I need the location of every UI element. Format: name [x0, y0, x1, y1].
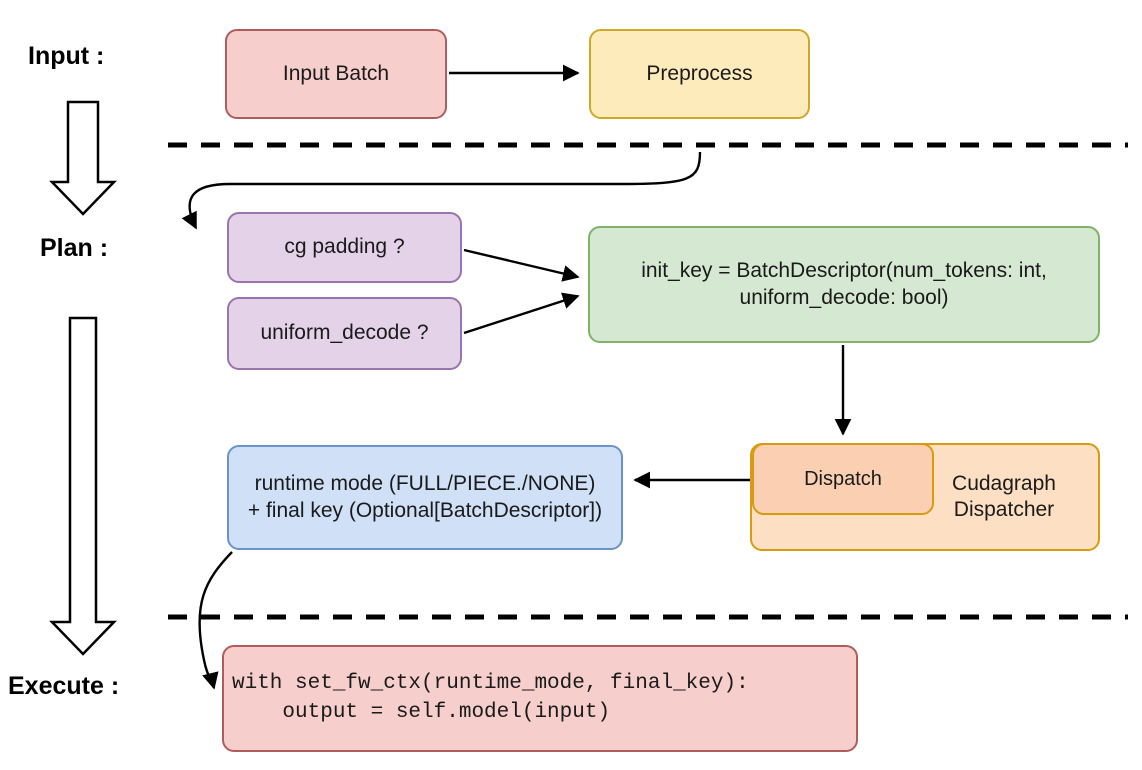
node-runtime-mode-line2: + final key (Optional[BatchDescriptor]): [247, 498, 603, 522]
node-input-batch[interactable]: Input Batch: [225, 29, 447, 119]
node-cudagraph-dispatcher-label: Cudagraph Dispatcher: [920, 449, 1088, 545]
node-dispatch-label: Dispatch: [804, 467, 882, 490]
edge-cg-padding-to-init-key: [463, 248, 580, 282]
node-execute-code-line1: with set_fw_ctx(runtime_mode, final_key)…: [232, 672, 749, 696]
edge-uniform-decode-to-init-key: [463, 292, 580, 335]
stage-label-plan: Plan :: [40, 234, 109, 262]
node-cudagraph-dispatcher-line2: Dispatcher: [953, 498, 1055, 521]
node-runtime-mode-line1: runtime mode (FULL/PIECE./NONE): [254, 472, 596, 496]
node-cg-padding-label: cg padding ?: [284, 235, 405, 259]
node-preprocess-label: Preprocess: [646, 61, 753, 85]
stage-label-execute: Execute :: [8, 672, 120, 700]
stage-arrow-plan-to-execute: [49, 316, 117, 656]
node-init-key[interactable]: init_key = BatchDescriptor(num_tokens: i…: [588, 226, 1100, 343]
node-input-batch-label: Input Batch: [282, 61, 390, 85]
node-uniform-decode-label: uniform_decode ?: [260, 321, 429, 345]
node-preprocess[interactable]: Preprocess: [589, 29, 810, 119]
node-execute-code[interactable]: with set_fw_ctx(runtime_mode, final_key)…: [222, 645, 858, 752]
stage-arrow-input-to-plan: [49, 100, 117, 216]
stage-label-input: Input :: [28, 42, 105, 70]
node-uniform-decode[interactable]: uniform_decode ?: [227, 297, 462, 370]
node-cg-padding[interactable]: cg padding ?: [227, 212, 462, 283]
node-dispatch[interactable]: Dispatch: [752, 443, 934, 515]
node-init-key-line2: uniform_decode: bool): [739, 285, 949, 309]
node-init-key-line1: init_key = BatchDescriptor(num_tokens: i…: [641, 259, 1047, 283]
node-cudagraph-dispatcher-line1: Cudagraph: [952, 471, 1056, 495]
node-runtime-mode[interactable]: runtime mode (FULL/PIECE./NONE) + final …: [227, 445, 623, 550]
node-execute-code-line2: output = self.model(input): [232, 700, 611, 724]
